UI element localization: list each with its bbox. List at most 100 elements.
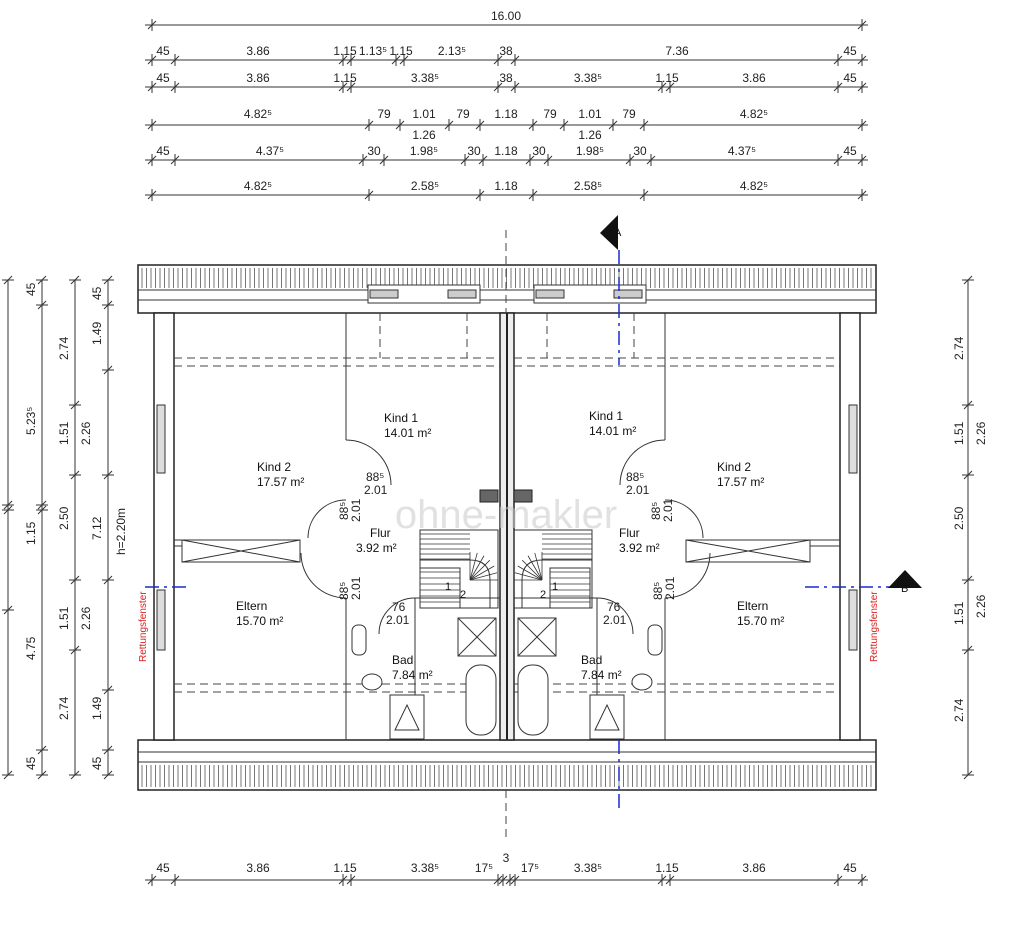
door-b-right-w: 88⁵ xyxy=(649,502,663,520)
room-flur-right: Flur xyxy=(619,526,640,540)
dim-r4-0: 45 xyxy=(156,144,170,158)
dim-r4-6: 30 xyxy=(532,144,546,158)
dim-r4-5: 1.18 xyxy=(494,144,518,158)
rdim-c2-1: 2.26 xyxy=(974,594,988,618)
dim-r3-0: 4.82⁵ xyxy=(244,107,272,121)
room-flur-left: Flur xyxy=(370,526,391,540)
ldim-c3-6: 45 xyxy=(90,756,104,770)
dim-r5-1: 2.58⁵ xyxy=(411,179,439,193)
dim-r3-1: 79 xyxy=(377,107,391,121)
room-bad-left: Bad xyxy=(392,653,413,667)
door-d-left-w: 76 xyxy=(392,600,406,614)
top-dimensions: 16.00 45 3.86 1.15 1.13⁵ 1.15 2.13⁵ 38 7… xyxy=(145,9,868,201)
door-labels: 88⁵ 2.01 88⁵ 2.01 88⁵ 2.01 76 2.01 88⁵ 2… xyxy=(337,470,677,627)
room-eltern-left-area: 15.70 m² xyxy=(236,614,283,628)
dim-overall: 16.00 xyxy=(491,9,521,23)
dim-r1-4: 1.15 xyxy=(389,44,413,58)
rdim-c1-1: 1.51 xyxy=(952,421,966,445)
rescue-window-right: Rettungsfenster xyxy=(869,591,880,662)
ldim-c3-4: 2.26 xyxy=(79,606,93,630)
bdim-5: 3 xyxy=(503,851,510,865)
dim-r2-2: 1.15 xyxy=(333,71,357,85)
rdim-c2-0: 2.26 xyxy=(974,421,988,445)
right-dimensions: 2.74 1.51 2.50 1.51 2.74 2.26 2.26 xyxy=(952,275,988,780)
ldim-c3-1: 1.49 xyxy=(90,321,104,345)
ldim-c2-0: 2.74 xyxy=(57,336,71,360)
door-a-left-h: 2.01 xyxy=(364,483,388,497)
room-kind1-right: Kind 1 xyxy=(589,409,623,423)
ldim-c2-3: 1.51 xyxy=(57,606,71,630)
dim-r2-6: 1.15 xyxy=(655,71,679,85)
rdim-c1-4: 2.74 xyxy=(952,698,966,722)
ldim-c3-2: 2.26 xyxy=(79,421,93,445)
dim-r2-7: 3.86 xyxy=(742,71,766,85)
bdim-7: 3.38⁵ xyxy=(574,861,602,875)
door-d-right-h: 2.01 xyxy=(603,613,627,627)
door-c-right-w: 88⁵ xyxy=(651,582,665,600)
rdim-c1-3: 1.51 xyxy=(952,601,966,625)
dim-r4-7: 1.98⁵ xyxy=(576,144,604,158)
room-kind2-right: Kind 2 xyxy=(717,460,751,474)
dim-r4-8: 30 xyxy=(633,144,647,158)
door-b-left-h: 2.01 xyxy=(349,498,363,522)
dim-r1-8: 45 xyxy=(843,44,857,58)
bdim-0: 45 xyxy=(156,861,170,875)
bdim-9: 3.86 xyxy=(742,861,766,875)
room-kind1-left-area: 14.01 m² xyxy=(384,426,431,440)
room-kind2-right-area: 17.57 m² xyxy=(717,475,764,489)
door-a-right-w: 88⁵ xyxy=(626,470,644,484)
room-kind2-left-area: 17.57 m² xyxy=(257,475,304,489)
dim-r2-4: 38 xyxy=(499,71,513,85)
bdim-4: 17⁵ xyxy=(475,861,493,875)
ldim-c3-3: 7.12 xyxy=(90,516,104,540)
bdim-3: 3.38⁵ xyxy=(411,861,439,875)
dim-r5-0: 4.82⁵ xyxy=(244,179,272,193)
dim-r4-3: 1.98⁵ xyxy=(410,144,438,158)
dim-r5-3: 2.58⁵ xyxy=(574,179,602,193)
dim-r1-7: 7.36 xyxy=(665,44,689,58)
dim-r3-3: 79 xyxy=(456,107,470,121)
room-bad-right: Bad xyxy=(581,653,602,667)
rdim-c1-2: 2.50 xyxy=(952,506,966,530)
room-labels: Kind 1 14.01 m² Kind 2 17.57 m² Flur 3.9… xyxy=(236,409,784,682)
ldim-c2-1: 1.51 xyxy=(57,421,71,445)
room-kind1-right-area: 14.01 m² xyxy=(589,424,636,438)
door-c-left-w: 88⁵ xyxy=(337,582,351,600)
door-d-right-w: 76 xyxy=(607,600,621,614)
room-bad-right-area: 7.84 m² xyxy=(581,668,622,682)
height-note: h=2.20m xyxy=(114,508,128,555)
stair-label-4: 2 xyxy=(540,589,546,601)
stair-label-3: 1 xyxy=(552,581,558,593)
bdim-10: 45 xyxy=(843,861,857,875)
bottom-dimensions: 45 3.86 1.15 3.38⁵ 17⁵ 3 17⁵ 3.38⁵ 1.15 … xyxy=(145,851,868,886)
dim-r2-1: 3.86 xyxy=(246,71,270,85)
stair-label-1: 1 xyxy=(445,581,451,593)
dim-r2-0: 45 xyxy=(156,71,170,85)
dim-r3-6: 1.01 xyxy=(578,107,602,121)
dim-r4-2: 30 xyxy=(367,144,381,158)
dim-r1-6: 38 xyxy=(499,44,513,58)
rdim-c1-0: 2.74 xyxy=(952,336,966,360)
dim-r2-8: 45 xyxy=(843,71,857,85)
ldim-c3-0: 45 xyxy=(90,286,104,300)
room-kind1-left: Kind 1 xyxy=(384,411,418,425)
door-c-left-h: 2.01 xyxy=(349,576,363,600)
dim-r3-sub-0: 1.26 xyxy=(412,128,436,142)
door-d-left-h: 2.01 xyxy=(386,613,410,627)
bdim-2: 1.15 xyxy=(333,861,357,875)
room-bad-left-area: 7.84 m² xyxy=(392,668,433,682)
dim-r5-4: 4.82⁵ xyxy=(740,179,768,193)
door-b-right-h: 2.01 xyxy=(661,498,675,522)
dim-r4-10: 45 xyxy=(843,144,857,158)
stair-label-2: 2 xyxy=(460,589,466,601)
door-c-right-h: 2.01 xyxy=(663,576,677,600)
room-eltern-right: Eltern xyxy=(737,599,768,613)
room-flur-right-area: 3.92 m² xyxy=(619,541,660,555)
dim-r4-9: 4.37⁵ xyxy=(728,144,756,158)
rescue-window-left: Rettungsfenster xyxy=(138,591,149,662)
dim-r2-5: 3.38⁵ xyxy=(574,71,602,85)
dim-r2-3: 3.38⁵ xyxy=(411,71,439,85)
room-eltern-right-area: 15.70 m² xyxy=(737,614,784,628)
dim-r3-5: 79 xyxy=(543,107,557,121)
dim-r3-7: 79 xyxy=(622,107,636,121)
